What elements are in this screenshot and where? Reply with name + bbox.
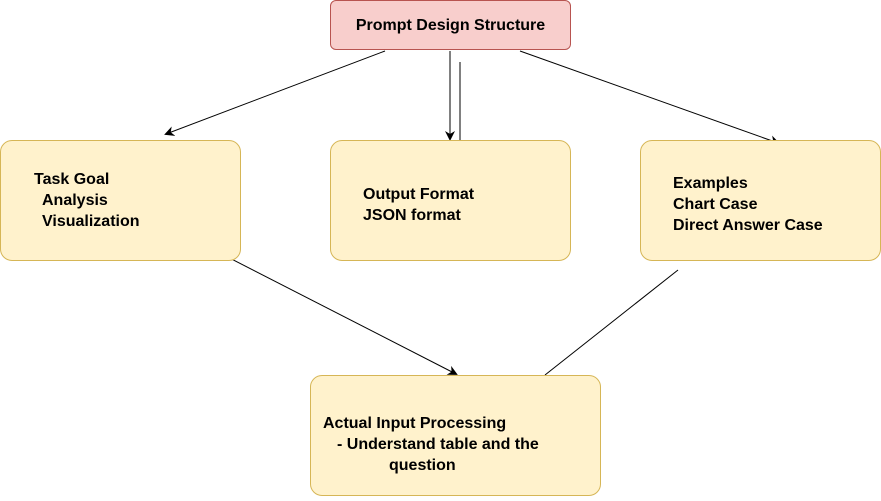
task-goal-analysis: Analysis bbox=[42, 192, 108, 209]
actual-input-heading: Actual Input Processing bbox=[323, 415, 507, 432]
output-format-json: JSON format bbox=[363, 207, 461, 224]
prompt-design-structure-node: Prompt Design Structure bbox=[330, 0, 571, 50]
examples-heading: Examples bbox=[673, 175, 748, 192]
output-format-lines: Output Format JSON format bbox=[363, 184, 474, 226]
task-goal-heading: Task Goal bbox=[34, 171, 110, 188]
examples-lines: Examples Chart Case Direct Answer Case bbox=[673, 173, 823, 236]
task-goal-lines: Task Goal Analysis Visualization bbox=[34, 169, 140, 232]
edge-title-to-task-goal bbox=[164, 50, 386, 136]
examples-chart-case: Chart Case bbox=[673, 196, 758, 213]
actual-input-lines: Actual Input Processing - Understand tab… bbox=[323, 413, 539, 476]
actual-input-bullet-continuation: question bbox=[389, 457, 456, 474]
actual-input-bullet: - Understand table and the bbox=[337, 436, 539, 453]
actual-input-processing-node: Actual Input Processing - Understand tab… bbox=[310, 375, 601, 496]
task-goal-node: Task Goal Analysis Visualization bbox=[0, 140, 241, 261]
edge-task-goal-to-actual-input bbox=[209, 247, 458, 375]
examples-direct-answer-case: Direct Answer Case bbox=[673, 217, 823, 234]
edge-title-to-examples bbox=[519, 50, 780, 146]
task-goal-visualization: Visualization bbox=[42, 213, 140, 230]
node-title-text: Prompt Design Structure bbox=[355, 16, 546, 34]
output-format-heading: Output Format bbox=[363, 186, 475, 203]
examples-node: Examples Chart Case Direct Answer Case bbox=[640, 140, 881, 261]
output-format-node: Output Format JSON format bbox=[330, 140, 571, 261]
edge-examples-to-actual-input bbox=[544, 269, 679, 376]
